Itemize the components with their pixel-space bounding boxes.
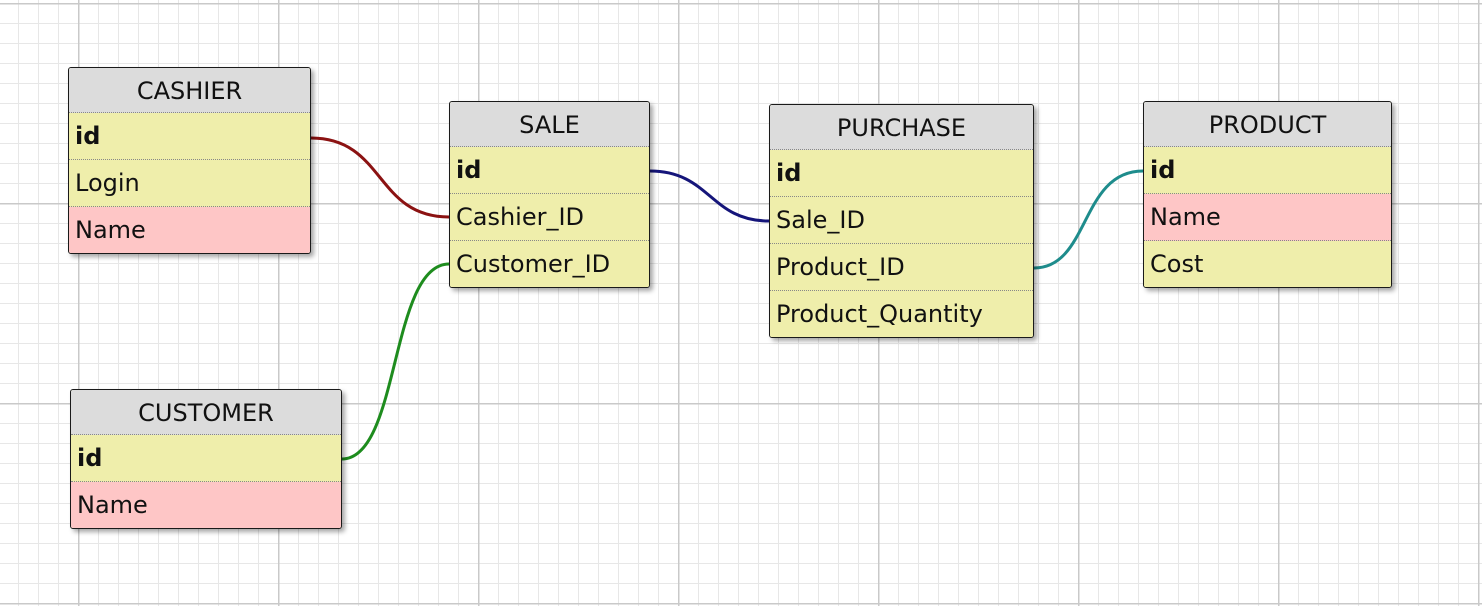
table-product[interactable]: PRODUCT id Name Cost [1143,101,1392,288]
field-product-id[interactable]: id [1144,147,1391,194]
field-purchase-product-id[interactable]: Product_ID [770,244,1033,291]
field-purchase-sale-id[interactable]: Sale_ID [770,197,1033,244]
table-sale[interactable]: SALE id Cashier_ID Customer_ID [449,101,650,288]
table-cashier-title: CASHIER [69,68,310,113]
relation-customer-sale[interactable] [341,262,450,461]
table-customer[interactable]: CUSTOMER id Name [70,389,342,529]
field-cashier-name[interactable]: Name [69,207,310,253]
table-purchase-title: PURCHASE [770,105,1033,150]
field-product-cost[interactable]: Cost [1144,241,1391,287]
field-cashier-login[interactable]: Login [69,160,310,207]
table-purchase[interactable]: PURCHASE id Sale_ID Product_ID Product_Q… [769,104,1034,338]
relation-product-purchase[interactable] [1033,169,1144,270]
table-product-title: PRODUCT [1144,102,1391,147]
field-sale-id[interactable]: id [450,147,649,194]
field-purchase-product-quantity[interactable]: Product_Quantity [770,291,1033,337]
table-sale-title: SALE [450,102,649,147]
field-cashier-id[interactable]: id [69,113,310,160]
field-product-name[interactable]: Name [1144,194,1391,241]
field-customer-id[interactable]: id [71,435,341,482]
relation-sale-purchase[interactable] [649,169,770,223]
field-sale-cashier-id[interactable]: Cashier_ID [450,194,649,241]
table-customer-title: CUSTOMER [71,390,341,435]
field-customer-name[interactable]: Name [71,482,341,528]
relation-cashier-sale[interactable] [310,136,450,219]
field-purchase-id[interactable]: id [770,150,1033,197]
field-sale-customer-id[interactable]: Customer_ID [450,241,649,287]
table-cashier[interactable]: CASHIER id Login Name [68,67,311,254]
